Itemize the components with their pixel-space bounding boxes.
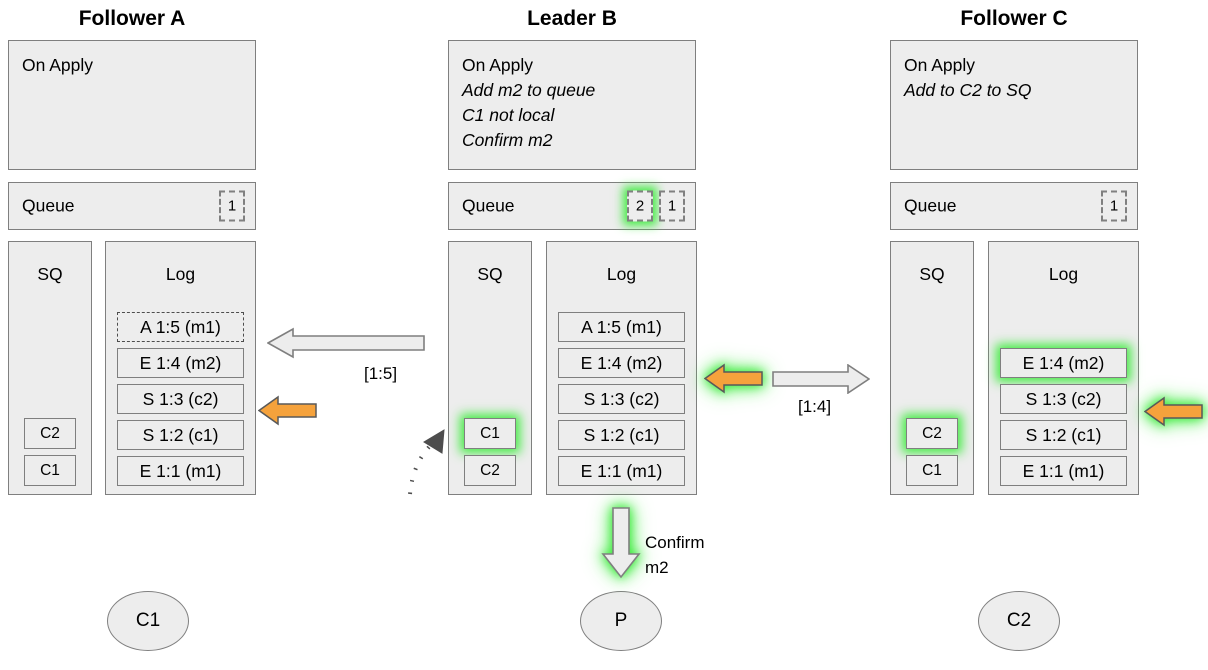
log-entry[interactable]: S 1:3 (c2) bbox=[558, 384, 685, 414]
log-heading: Log bbox=[606, 264, 637, 284]
log-heading: Log bbox=[165, 264, 196, 284]
on-apply-heading: On Apply bbox=[22, 55, 94, 75]
queue-item[interactable]: 1 bbox=[219, 190, 245, 222]
on-apply-step: Add to C2 to SQ bbox=[904, 80, 1032, 100]
queue-panel-follower-a: Queue 1 bbox=[8, 182, 256, 230]
queue-panel-follower-c: Queue 1 bbox=[890, 182, 1138, 230]
on-apply-heading: On Apply bbox=[904, 55, 976, 75]
replication-arrow-b-to-c bbox=[772, 363, 871, 395]
log-entries-follower-c: E 1:4 (m2) S 1:3 (c2) S 1:2 (c1) E 1:1 (… bbox=[989, 348, 1138, 486]
sq-item[interactable]: C2 bbox=[24, 418, 76, 449]
log-entry[interactable]: E 1:1 (m1) bbox=[117, 456, 244, 486]
sq-items-follower-a: C2 C1 bbox=[9, 418, 91, 486]
column-title-leader-b: Leader B bbox=[527, 7, 617, 30]
column-title-follower-a: Follower A bbox=[78, 7, 186, 30]
replication-arrow-b-to-a bbox=[266, 327, 425, 359]
log-panel-follower-c: Log E 1:4 (m2) S 1:3 (c2) S 1:2 (c1) E 1… bbox=[988, 241, 1139, 495]
queue-items-follower-a: 1 bbox=[219, 190, 245, 222]
sq-heading: SQ bbox=[37, 264, 63, 284]
message-arrow-into-leader-b bbox=[703, 363, 763, 394]
replication-label-bc: [1:4] bbox=[798, 397, 832, 416]
log-entry[interactable]: E 1:1 (m1) bbox=[558, 456, 685, 486]
sq-item-highlighted[interactable]: C2 bbox=[906, 418, 958, 449]
log-entry[interactable]: E 1:1 (m1) bbox=[1000, 456, 1127, 486]
queue-item[interactable]: 1 bbox=[659, 190, 685, 222]
confirm-arrow-label: Confirm m2 bbox=[645, 530, 705, 580]
sq-heading: SQ bbox=[477, 264, 503, 284]
queue-items-follower-c: 1 bbox=[1101, 190, 1127, 222]
message-arrow-into-follower-c bbox=[1143, 396, 1203, 427]
sq-item[interactable]: C1 bbox=[906, 455, 958, 486]
confirm-arrow-down bbox=[601, 507, 641, 579]
sq-item-highlighted[interactable]: C1 bbox=[464, 418, 516, 449]
log-entry[interactable]: S 1:3 (c2) bbox=[1000, 384, 1127, 414]
log-entry[interactable]: S 1:2 (c1) bbox=[558, 420, 685, 450]
queue-item[interactable]: 1 bbox=[1101, 190, 1127, 222]
queue-label: Queue bbox=[904, 195, 957, 216]
log-entry[interactable]: A 1:5 (m1) bbox=[558, 312, 685, 342]
log-panel-leader-b: Log A 1:5 (m1) E 1:4 (m2) S 1:3 (c2) S 1… bbox=[546, 241, 697, 495]
client-node-c2[interactable]: C2 bbox=[978, 591, 1060, 651]
queue-label: Queue bbox=[462, 195, 515, 216]
dotted-pointer-arrow-to-leader-sq bbox=[398, 420, 452, 498]
log-entries-follower-a: A 1:5 (m1) E 1:4 (m2) S 1:3 (c2) S 1:2 (… bbox=[106, 312, 255, 486]
client-node-c1[interactable]: C1 bbox=[107, 591, 189, 651]
log-entries-leader-b: A 1:5 (m1) E 1:4 (m2) S 1:3 (c2) S 1:2 (… bbox=[547, 312, 696, 486]
log-panel-follower-a: Log A 1:5 (m1) E 1:4 (m2) S 1:3 (c2) S 1… bbox=[105, 241, 256, 495]
sq-item[interactable]: C1 bbox=[24, 455, 76, 486]
confirm-label-line-2: m2 bbox=[645, 558, 669, 577]
on-apply-panel-follower-a: On Apply bbox=[8, 40, 256, 170]
log-entry-highlighted[interactable]: E 1:4 (m2) bbox=[1000, 348, 1127, 378]
on-apply-panel-leader-b: On Apply Add m2 to queue C1 not local Co… bbox=[448, 40, 696, 170]
client-node-p[interactable]: P bbox=[580, 591, 662, 651]
column-title-follower-c: Follower C bbox=[960, 7, 1068, 30]
log-entry[interactable]: A 1:5 (m1) bbox=[117, 312, 244, 342]
on-apply-step: C1 not local bbox=[462, 105, 555, 125]
sq-heading: SQ bbox=[919, 264, 945, 284]
sq-item[interactable]: C2 bbox=[464, 455, 516, 486]
sq-items-leader-b: C1 C2 bbox=[449, 418, 531, 486]
sq-panel-follower-a: SQ C2 C1 bbox=[8, 241, 92, 495]
confirm-label-line-1: Confirm bbox=[645, 533, 705, 552]
replication-label-ab: [1:5] bbox=[364, 364, 398, 383]
log-entry[interactable]: S 1:2 (c1) bbox=[117, 420, 244, 450]
log-entry[interactable]: E 1:4 (m2) bbox=[117, 348, 244, 378]
queue-label: Queue bbox=[22, 195, 75, 216]
sq-panel-leader-b: SQ C1 C2 bbox=[448, 241, 532, 495]
queue-panel-leader-b: Queue 2 1 bbox=[448, 182, 696, 230]
queue-item-highlighted[interactable]: 2 bbox=[627, 190, 653, 222]
queue-items-leader-b: 2 1 bbox=[627, 190, 685, 222]
log-heading: Log bbox=[1048, 264, 1079, 284]
message-arrow-into-follower-a bbox=[257, 395, 317, 426]
log-entry[interactable]: S 1:3 (c2) bbox=[117, 384, 244, 414]
sq-panel-follower-c: SQ C2 C1 bbox=[890, 241, 974, 495]
sq-items-follower-c: C2 C1 bbox=[891, 418, 973, 486]
on-apply-panel-follower-c: On Apply Add to C2 to SQ bbox=[890, 40, 1138, 170]
log-entry[interactable]: E 1:4 (m2) bbox=[558, 348, 685, 378]
on-apply-step: Confirm m2 bbox=[462, 130, 553, 150]
on-apply-step: Add m2 to queue bbox=[462, 80, 596, 100]
on-apply-heading: On Apply bbox=[462, 55, 534, 75]
log-entry[interactable]: S 1:2 (c1) bbox=[1000, 420, 1127, 450]
